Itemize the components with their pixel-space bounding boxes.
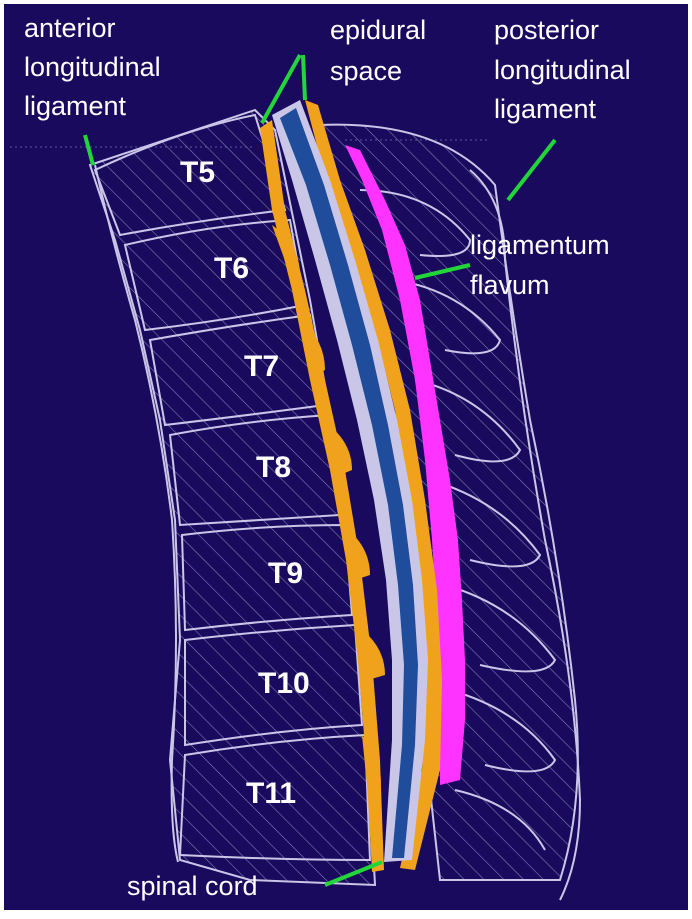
label-spinal-cord: spinal cord xyxy=(127,871,258,901)
vertebra-label-t5: T5 xyxy=(180,156,215,189)
vertebra-label-t11: T11 xyxy=(246,777,296,810)
label-anterior-line-2: longitudinal xyxy=(24,52,161,82)
label-epidural-line-1: epidural xyxy=(330,15,426,45)
label-flavum-line-2: flavum xyxy=(470,270,550,300)
label-anterior-line-1: anterior xyxy=(24,13,116,43)
label-posterior-line-3: ligament xyxy=(494,94,597,124)
leader-epidural-right xyxy=(303,55,305,100)
vertebra-label-t8: T8 xyxy=(256,451,291,484)
label-posterior-line-1: posterior xyxy=(494,15,599,45)
label-anterior-line-3: ligament xyxy=(24,91,127,121)
label-flavum-line-1: ligamentum xyxy=(470,230,610,260)
vertebra-label-t7: T7 xyxy=(244,350,279,383)
vertebra-label-t10: T10 xyxy=(258,667,310,700)
vertebra-label-t9: T9 xyxy=(268,557,303,590)
label-epidural-line-2: space xyxy=(330,56,402,86)
vertebra-label-t6: T6 xyxy=(214,252,249,285)
label-posterior-line-2: longitudinal xyxy=(494,55,631,85)
